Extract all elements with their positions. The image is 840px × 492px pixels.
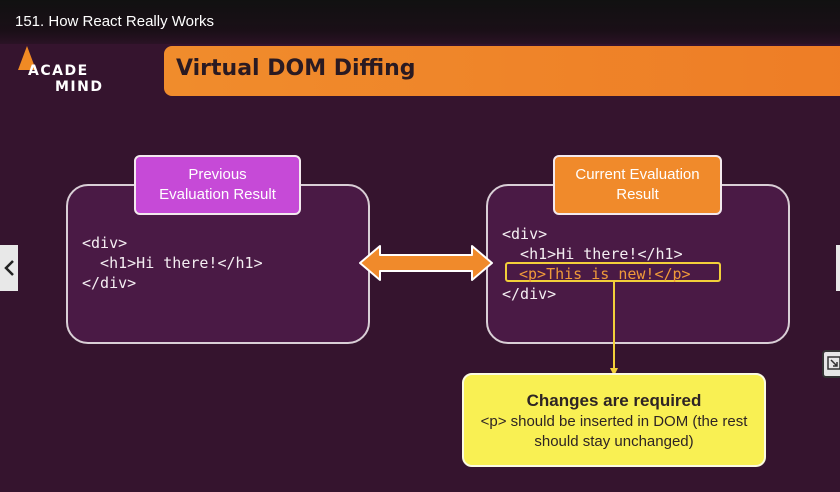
slide-title: Virtual DOM Diffing xyxy=(176,56,416,81)
resize-icon xyxy=(827,356,840,370)
previous-label-line1: Previous xyxy=(188,166,247,183)
connector-arrow-icon xyxy=(610,282,618,376)
minimize-video-button[interactable] xyxy=(822,350,840,378)
current-code-open: <div> <h1>Hi there!</h1> xyxy=(502,225,683,263)
next-slide-button[interactable] xyxy=(836,245,840,291)
logo-text-line2: MIND xyxy=(55,79,104,95)
current-label-line1: Current Evaluation xyxy=(575,166,700,183)
logo-mark-icon xyxy=(18,46,36,70)
academind-logo: ACADE MIND xyxy=(18,46,108,96)
current-label-line2: Result xyxy=(616,186,659,203)
note-title: Changes are required xyxy=(526,391,702,410)
current-code-close: </div> xyxy=(502,285,557,303)
new-element-highlight: <p>This is new!</p> xyxy=(505,262,721,283)
logo-text-line1: ACADE xyxy=(28,63,89,79)
previous-code: <div> <h1>Hi there!</h1> </div> xyxy=(82,234,263,292)
note-body: <p> should be inserted in DOM (the rest … xyxy=(480,413,748,450)
changes-required-note: Changes are required <p> should be inser… xyxy=(462,373,766,467)
double-arrow-icon xyxy=(359,245,493,281)
video-title-bar: 151. How React Really Works xyxy=(0,0,840,44)
previous-slide-button[interactable] xyxy=(0,245,18,291)
slide-title-banner: Virtual DOM Diffing xyxy=(164,46,840,96)
chevron-left-icon xyxy=(4,260,14,276)
previous-label-line2: Evaluation Result xyxy=(159,186,276,203)
previous-result-label: Previous Evaluation Result xyxy=(134,155,301,215)
current-result-label: Current Evaluation Result xyxy=(553,155,722,215)
video-title: 151. How React Really Works xyxy=(15,13,214,30)
